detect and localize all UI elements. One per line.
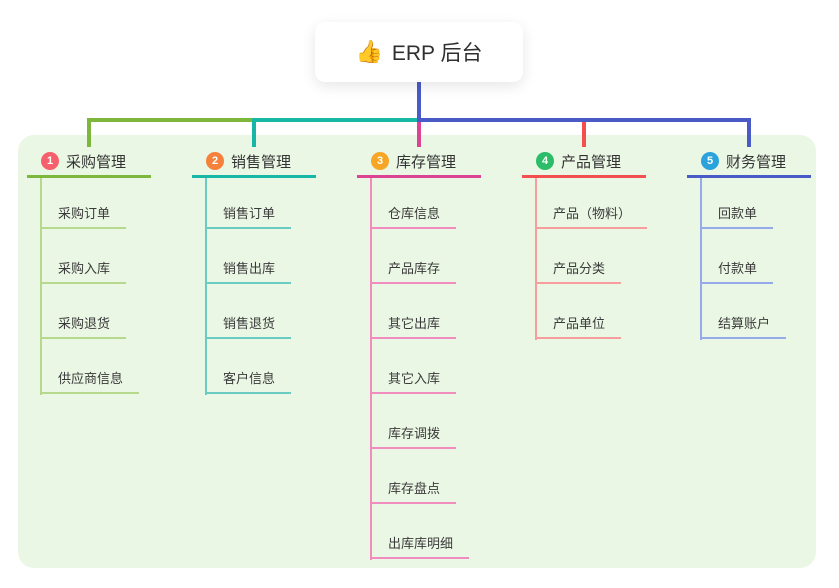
branch-number-badge-1: 1 xyxy=(41,152,59,170)
node-warehouse-info[interactable]: 仓库信息 xyxy=(370,199,457,229)
branch-number-badge-3: 3 xyxy=(371,152,389,170)
node-purchase-inbound[interactable]: 采购入库 xyxy=(40,254,127,284)
node-product-category[interactable]: 产品分类 xyxy=(535,254,622,284)
node-stock-count[interactable]: 库存盘点 xyxy=(370,474,457,504)
branch-header-procurement[interactable]: 1 采购管理 xyxy=(27,147,151,178)
root-node-erp-backend[interactable]: 👍 ERP 后台 xyxy=(315,22,523,82)
branch-number-badge-2: 2 xyxy=(206,152,224,170)
node-purchase-return[interactable]: 采购退货 xyxy=(40,309,127,339)
node-sales-return[interactable]: 销售退货 xyxy=(205,309,292,339)
node-sales-outbound[interactable]: 销售出库 xyxy=(205,254,292,284)
branch-label-sales: 销售管理 xyxy=(231,153,292,171)
branch-label-inventory: 库存管理 xyxy=(396,153,457,171)
node-customer-info[interactable]: 客户信息 xyxy=(205,364,292,394)
node-other-inbound[interactable]: 其它入库 xyxy=(370,364,457,394)
branch-number-badge-5: 5 xyxy=(701,152,719,170)
node-product-material[interactable]: 产品（物料） xyxy=(535,199,648,229)
node-stock-transfer[interactable]: 库存调拨 xyxy=(370,419,457,449)
node-product-stock[interactable]: 产品库存 xyxy=(370,254,457,284)
branch-label-product: 产品管理 xyxy=(561,153,622,171)
node-purchase-order[interactable]: 采购订单 xyxy=(40,199,127,229)
node-payment-order[interactable]: 付款单 xyxy=(700,254,774,284)
node-outbound-detail[interactable]: 出库库明细 xyxy=(370,529,470,559)
node-product-unit[interactable]: 产品单位 xyxy=(535,309,622,339)
branch-label-procurement: 采购管理 xyxy=(66,153,127,171)
node-settlement-account[interactable]: 结算账户 xyxy=(700,309,787,339)
branch-header-sales[interactable]: 2 销售管理 xyxy=(192,147,316,178)
branch-header-inventory[interactable]: 3 库存管理 xyxy=(357,147,481,178)
branch-header-product[interactable]: 4 产品管理 xyxy=(522,147,646,178)
branch-label-finance: 财务管理 xyxy=(726,153,787,171)
node-sales-order[interactable]: 销售订单 xyxy=(205,199,292,229)
node-other-outbound[interactable]: 其它出库 xyxy=(370,309,457,339)
branch-header-finance[interactable]: 5 财务管理 xyxy=(687,147,811,178)
root-label: ERP 后台 xyxy=(391,42,483,65)
thumbs-up-icon: 👍 xyxy=(355,39,383,64)
mindmap-background-panel xyxy=(18,135,816,568)
node-receipt-order[interactable]: 回款单 xyxy=(700,199,774,229)
branch-number-badge-4: 4 xyxy=(536,152,554,170)
node-supplier-info[interactable]: 供应商信息 xyxy=(40,364,140,394)
